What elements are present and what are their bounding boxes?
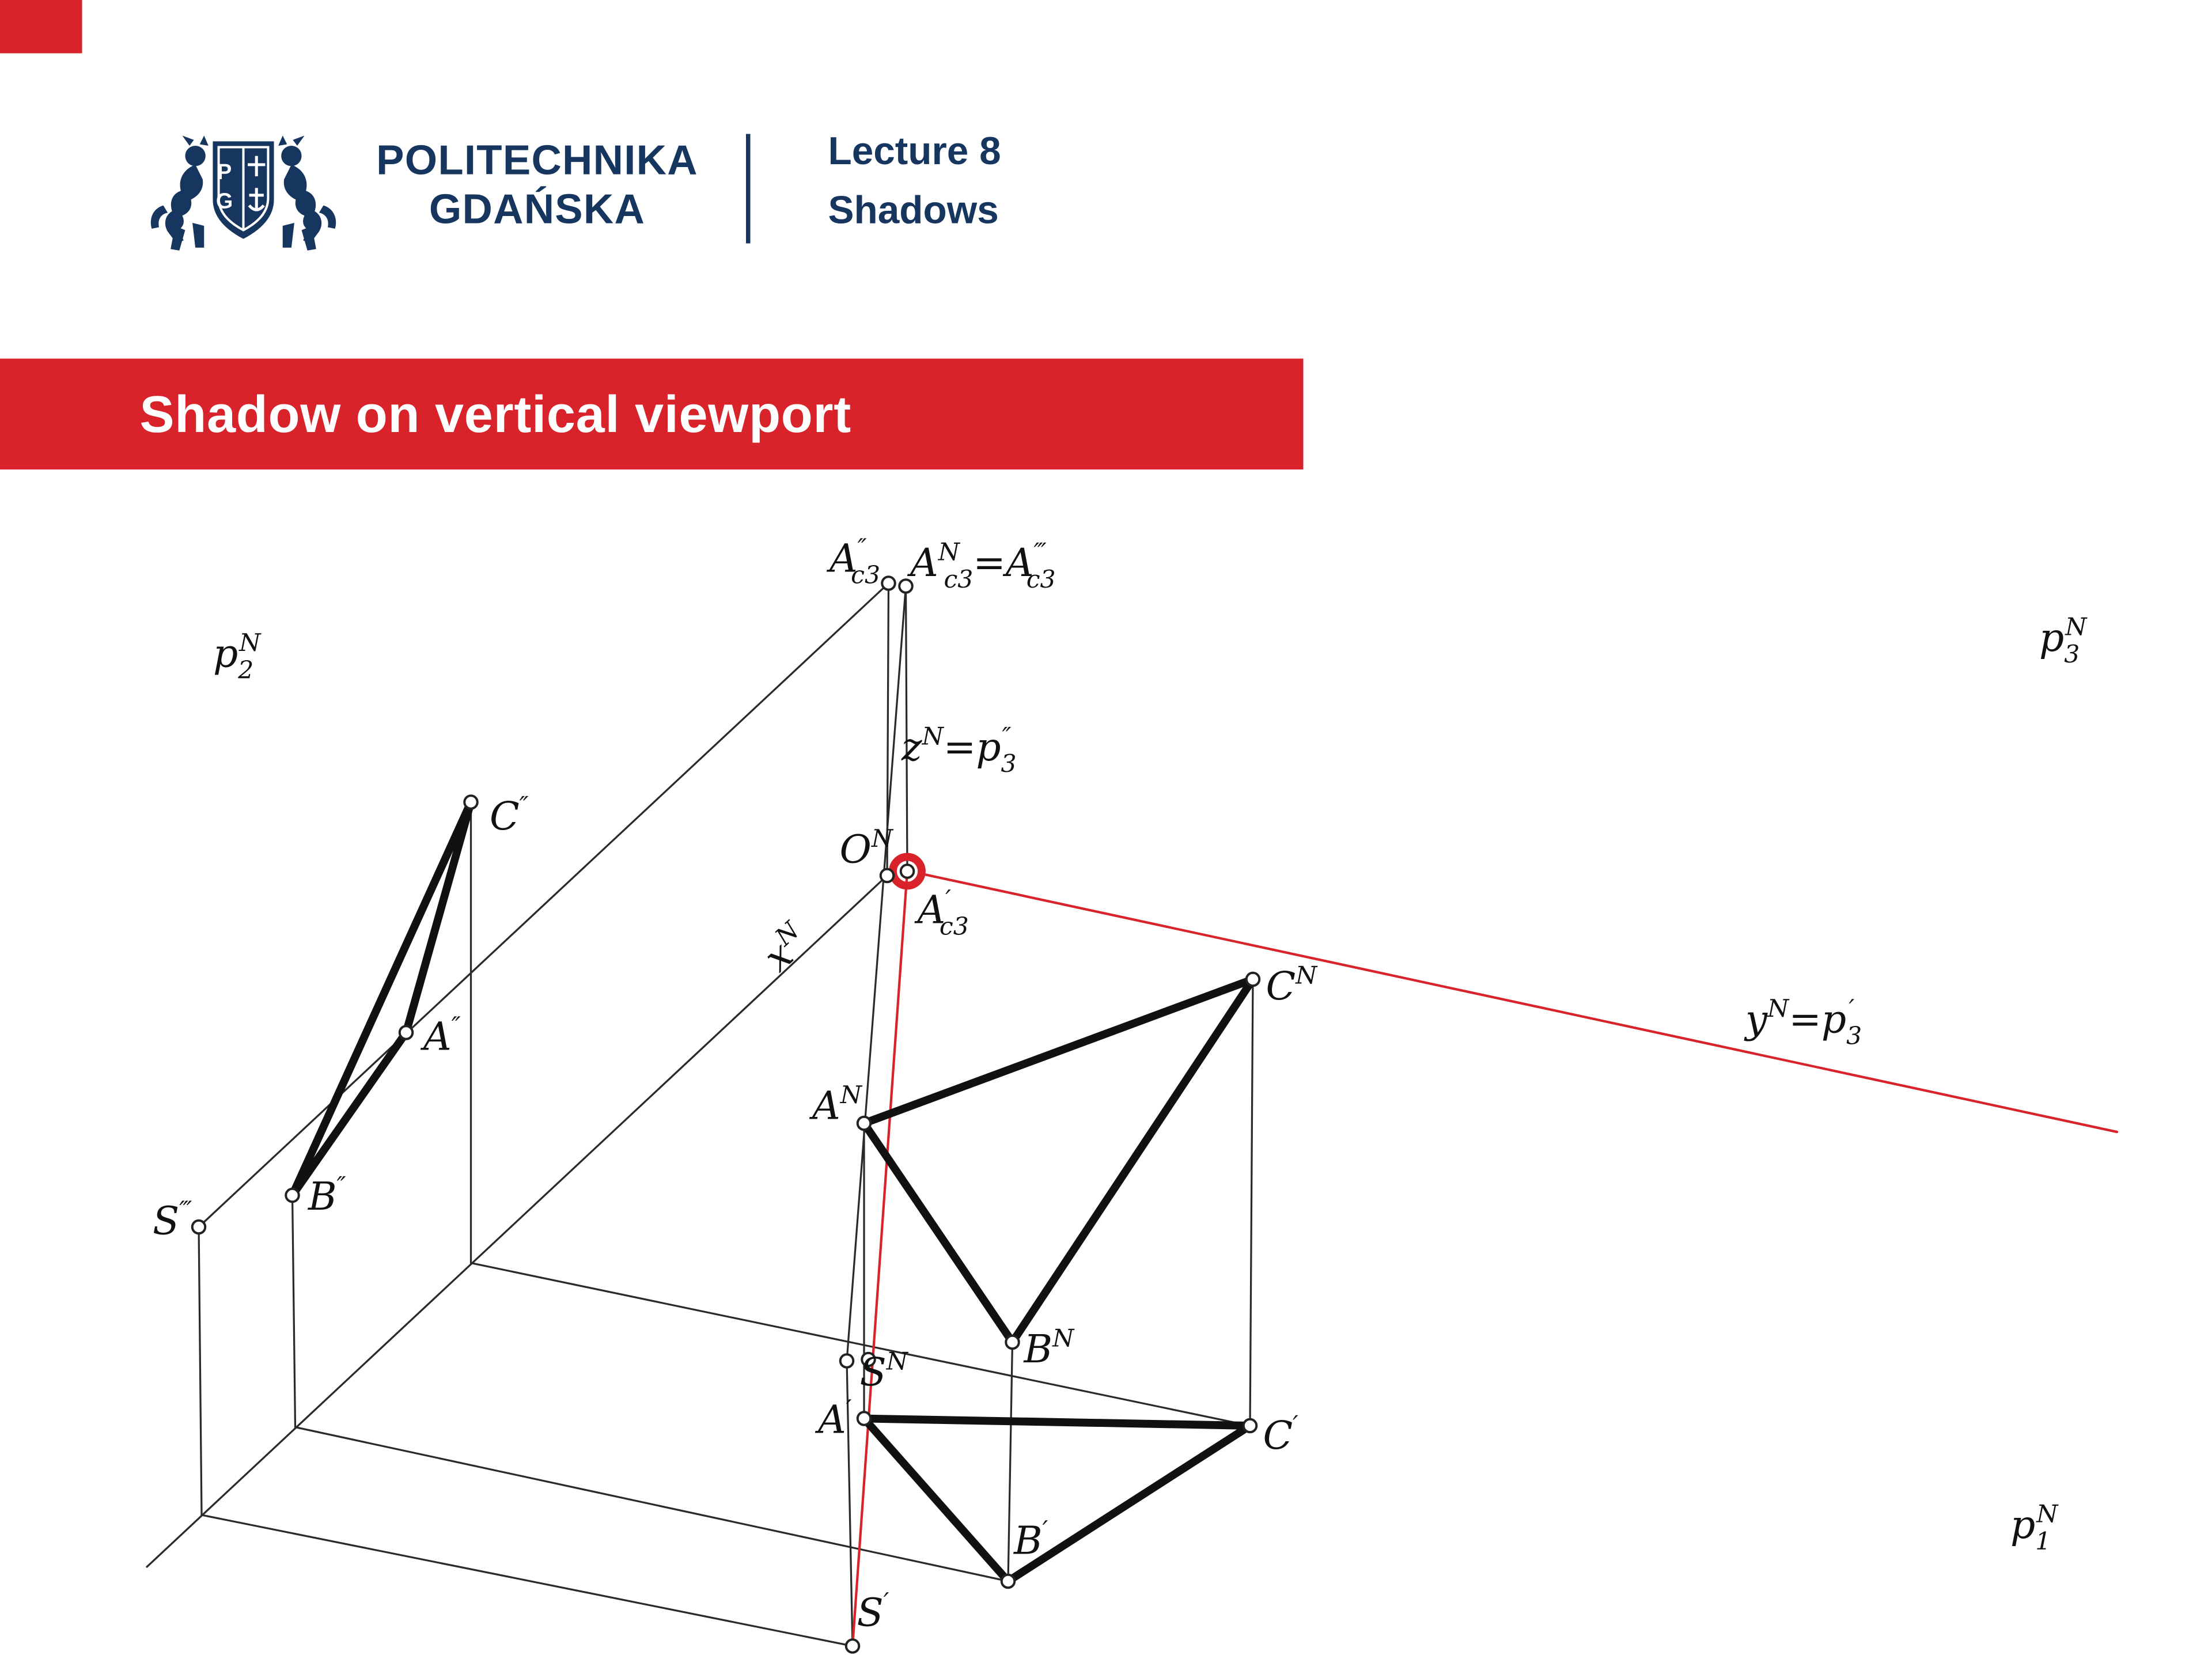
- lecture-info: Lecture 8 Shadows: [828, 132, 1001, 230]
- header-divider: [746, 134, 751, 244]
- line-Ac3-vertical: [904, 585, 908, 870]
- label-p2: p2N: [213, 629, 262, 685]
- logo-letter-g: G: [216, 190, 233, 214]
- lecture-number: Lecture 8: [828, 130, 1001, 173]
- lion-right-icon: [278, 135, 336, 251]
- anchor-icon: [248, 188, 265, 211]
- label-A1c3: A′c3: [914, 885, 969, 941]
- point-C2: [463, 794, 479, 810]
- edge-C1-B1: [1004, 1422, 1254, 1585]
- point-ON: [879, 868, 895, 884]
- line-ground-B: [294, 1426, 1009, 1582]
- point-CN: [1245, 971, 1261, 987]
- edge-C2-B2: [288, 798, 475, 1199]
- line-y-axis: [922, 873, 2119, 1134]
- point-S3: [191, 1219, 207, 1235]
- line-ground-C: [469, 1262, 1251, 1427]
- line-SN-S1: [846, 1359, 854, 1647]
- line-BN-B1: [1007, 1341, 1014, 1582]
- line-B2-drop: [291, 1194, 297, 1429]
- label-B1: B′: [1013, 1516, 1048, 1563]
- point-A2: [398, 1025, 414, 1040]
- point-ANc3: [898, 578, 914, 594]
- line-CN-C1: [1249, 978, 1254, 1427]
- corner-accent-block: [0, 0, 82, 54]
- label-B2: B″: [307, 1172, 346, 1219]
- slide-title: Shadow on vertical viewport: [139, 384, 852, 443]
- edge-BN-AN: [860, 1119, 1017, 1346]
- university-name-line2: GDAŃSKA: [429, 187, 646, 234]
- label-A1: A′: [815, 1395, 852, 1442]
- point-SN: [839, 1353, 855, 1369]
- label-C2: C″: [490, 792, 529, 839]
- label-zN: zN=p3″: [901, 723, 1017, 778]
- line-light-ray-axon: [846, 585, 907, 1362]
- point-A1: [856, 1411, 872, 1426]
- label-p3: p3N: [2039, 613, 2088, 669]
- line-shadow-ray-horizontal: [851, 870, 909, 1647]
- point-AN: [856, 1115, 872, 1131]
- point-BN: [1005, 1334, 1020, 1350]
- edge-CN-BN: [1008, 975, 1257, 1346]
- lecture-topic: Shadows: [828, 188, 999, 232]
- slide-title-banner: Shadow on vertical viewport: [0, 358, 1304, 469]
- label-A2: A″: [420, 1012, 461, 1059]
- edge-C2-A2: [402, 798, 475, 1037]
- label-CN: CN: [1266, 962, 1319, 1009]
- line-light-ray-p2: [198, 582, 890, 1228]
- point-SN-b: [861, 1351, 876, 1368]
- line-x-axis: [146, 874, 888, 1568]
- university-logo: P G: [150, 135, 336, 251]
- label-yN: yN=p3′: [1744, 995, 1862, 1050]
- line-S3-drop: [198, 1226, 203, 1516]
- university-name-line1: POLITECHNIKA: [376, 138, 698, 184]
- label-ON: ON: [840, 825, 894, 872]
- edge-A2-B2: [288, 1028, 410, 1199]
- point-C1: [1242, 1418, 1258, 1434]
- label-S3: S‴: [153, 1196, 192, 1244]
- point-S1: [844, 1638, 861, 1654]
- logo-letter-p: P: [217, 160, 232, 184]
- label-A2c3: A″c3: [826, 534, 880, 590]
- cross-icon: [248, 156, 266, 177]
- label-SN: SN: [860, 1348, 909, 1395]
- label-p1: p1N: [2010, 1501, 2059, 1556]
- edge-B1-A1: [860, 1414, 1012, 1585]
- line-ground-S: [200, 1514, 854, 1647]
- point-A2c3: [881, 575, 896, 591]
- point-B2: [285, 1187, 300, 1203]
- university-name: POLITECHNIKA GDAŃSKA: [365, 137, 710, 236]
- label-C1: C′: [1263, 1411, 1299, 1459]
- lion-left-icon: [150, 135, 209, 251]
- point-A1c3: [899, 863, 915, 879]
- shield-icon: P G: [213, 141, 274, 239]
- label-S1: S′: [857, 1588, 889, 1635]
- label-AN: AN: [809, 1081, 863, 1128]
- edge-A1-C1: [860, 1414, 1254, 1430]
- edge-AN-CN: [860, 975, 1257, 1127]
- label-BN: BN: [1023, 1325, 1075, 1372]
- point-B1: [1000, 1573, 1016, 1589]
